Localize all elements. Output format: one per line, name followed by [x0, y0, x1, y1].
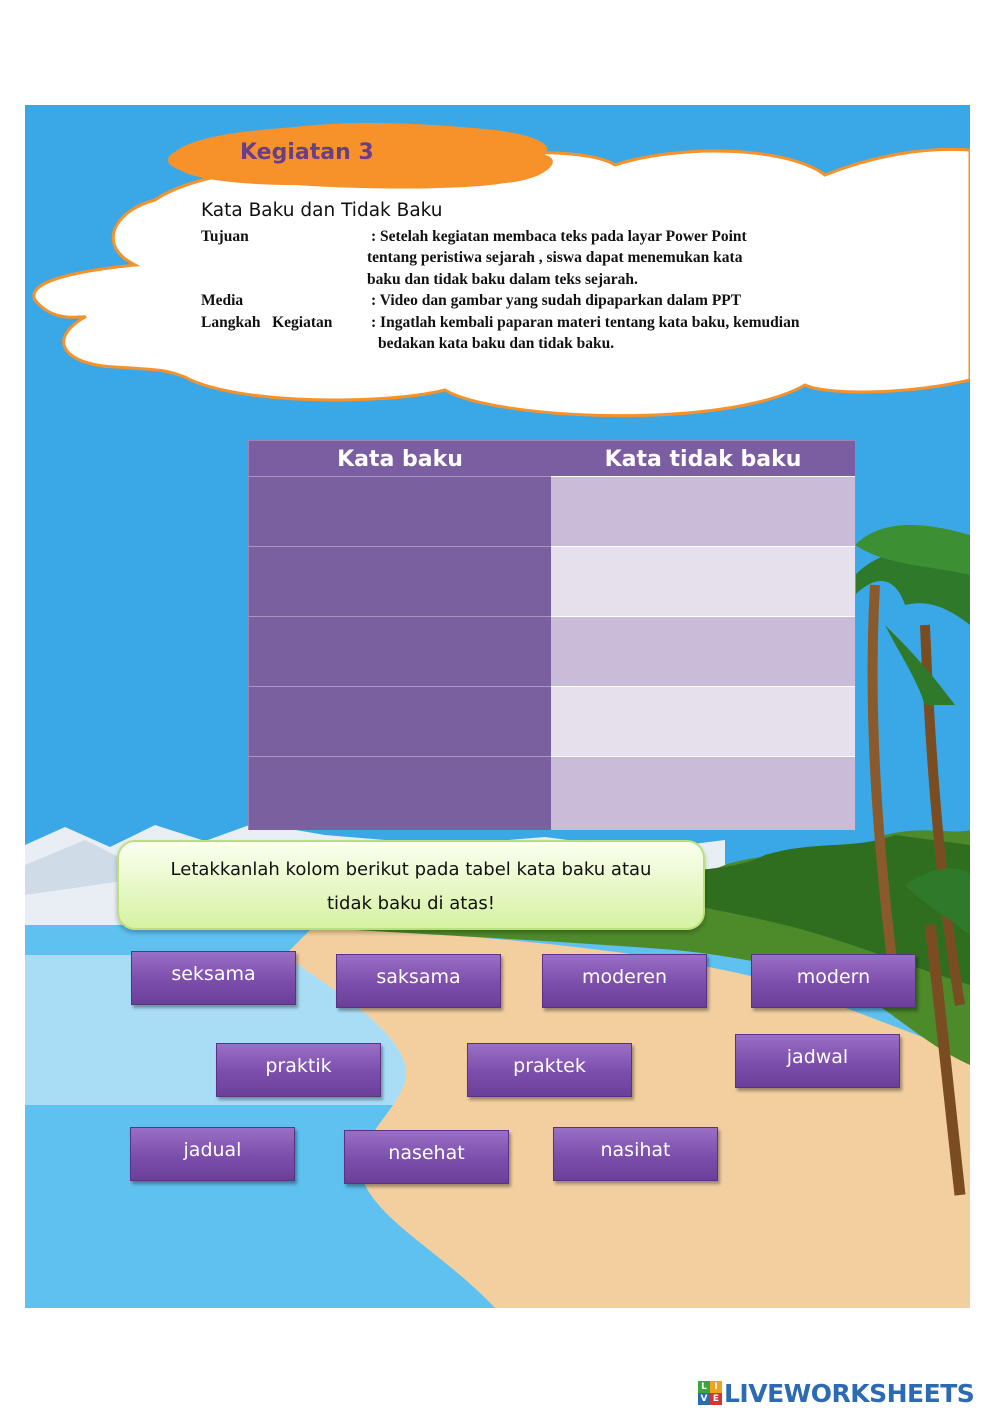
- liveworksheets-brand-text: LIVEWORKSHEETS: [724, 1378, 975, 1408]
- instruction-line-1: Letakkanlah kolom berikut pada tabel kat…: [170, 859, 652, 880]
- tujuan-line-2: tentang peristiwa sejarah , siswa dapat …: [367, 249, 743, 266]
- sorting-table: Kata baku Kata tidak baku: [248, 440, 856, 830]
- word-tile-moderen[interactable]: moderen: [542, 954, 707, 1008]
- langkah-line-1: : Ingatlah kembali paparan materi tentan…: [371, 313, 800, 331]
- drop-zone-tidak-baku-5[interactable]: [551, 756, 855, 830]
- instruction-line-2: tidak baku di atas!: [327, 893, 495, 914]
- drop-zone-baku-1[interactable]: [249, 476, 551, 547]
- activity-title: Kata Baku dan Tidak Baku: [201, 200, 443, 221]
- word-tile-modern[interactable]: modern: [751, 954, 916, 1008]
- word-tile-jadwal[interactable]: jadwal: [735, 1034, 900, 1088]
- worksheet-scene: Kegiatan 3 Kata Baku dan Tidak Baku Tuju…: [25, 105, 970, 1308]
- word-tile-praktik[interactable]: praktik: [216, 1043, 381, 1097]
- media-label: Media: [201, 292, 244, 309]
- langkah-line-2: bedakan kata baku dan tidak baku.: [378, 335, 615, 352]
- drop-zone-baku-4[interactable]: [249, 686, 551, 757]
- drop-zone-tidak-baku-2[interactable]: [551, 546, 855, 617]
- activity-description: Kata Baku dan Tidak Baku Tujuan : Setelah…: [201, 200, 941, 355]
- media-value: : Video dan gambar yang sudah dipaparkan…: [371, 292, 742, 309]
- word-tile-nasihat[interactable]: nasihat: [553, 1127, 718, 1181]
- word-tile-praktek[interactable]: praktek: [467, 1043, 632, 1097]
- activity-badge: Kegiatan 3: [240, 140, 374, 165]
- drop-zone-tidak-baku-3[interactable]: [551, 616, 855, 687]
- tujuan-line-1: : Setelah kegiatan membaca teks pada lay…: [371, 227, 747, 245]
- langkah-label: Langkah Kegiatan: [201, 313, 333, 331]
- word-tile-nasehat[interactable]: nasehat: [344, 1130, 509, 1184]
- drop-zone-tidak-baku-1[interactable]: [551, 476, 855, 547]
- instruction-box: Letakkanlah kolom berikut pada tabel kat…: [117, 840, 705, 930]
- column-header-kata-tidak-baku: Kata tidak baku: [551, 441, 855, 476]
- drop-zone-baku-3[interactable]: [249, 616, 551, 687]
- tujuan-label: Tujuan: [201, 227, 249, 245]
- drop-zone-tidak-baku-4[interactable]: [551, 686, 855, 757]
- drop-zone-baku-2[interactable]: [249, 546, 551, 617]
- tujuan-line-3: baku dan tidak baku dalam teks sejarah.: [367, 270, 638, 288]
- word-tile-saksama[interactable]: saksama: [336, 954, 501, 1008]
- drop-zone-baku-5[interactable]: [249, 756, 551, 830]
- column-header-kata-baku: Kata baku: [249, 441, 551, 476]
- word-tile-jadual[interactable]: jadual: [130, 1127, 295, 1181]
- word-tile-seksama[interactable]: seksama: [131, 951, 296, 1005]
